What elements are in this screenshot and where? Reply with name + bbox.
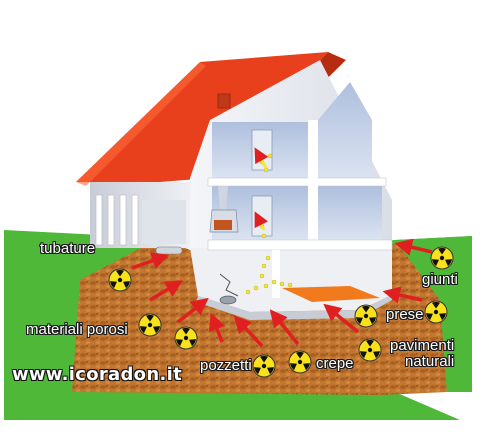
label-prese: prese (386, 306, 424, 323)
room-attic (318, 82, 372, 178)
basement (190, 248, 392, 312)
radiation-icon (138, 313, 162, 337)
label-crepe: crepe (316, 355, 354, 372)
radiation-icon (252, 354, 276, 378)
label-pavimenti-line1: pavimenti (390, 337, 455, 354)
website-url: www.icoradon.it (12, 364, 182, 385)
label-materiali-porosi: materiali porosi (26, 321, 128, 338)
chimney (217, 93, 231, 109)
left-wing-columns (95, 194, 139, 246)
pipe (155, 246, 183, 255)
floor-crack (219, 273, 239, 297)
radiation-icon (108, 268, 132, 292)
radiation-icon (358, 338, 382, 362)
label-pavimenti-naturali: pavimenti naturali (390, 338, 454, 370)
room-middle-right (318, 186, 382, 240)
label-pavimenti-line2: naturali (405, 353, 455, 370)
radiation-icon (288, 350, 312, 374)
roof (76, 52, 328, 182)
arrow-icon (254, 147, 269, 169)
radiation-icon (424, 300, 448, 324)
radiation-icon (354, 304, 378, 328)
label-tubature: tubature (40, 240, 96, 257)
fireplace (209, 186, 239, 233)
entry-arrows (131, 238, 433, 348)
label-giunti: giunti (422, 271, 458, 288)
arrow-icon (254, 211, 269, 231)
radiation-icon (430, 246, 454, 270)
drain-well (219, 295, 237, 305)
label-pozzetti: pozzetti (200, 357, 252, 374)
door-middle (251, 195, 273, 237)
natural-floor (282, 286, 380, 302)
radiation-icon (174, 326, 198, 350)
